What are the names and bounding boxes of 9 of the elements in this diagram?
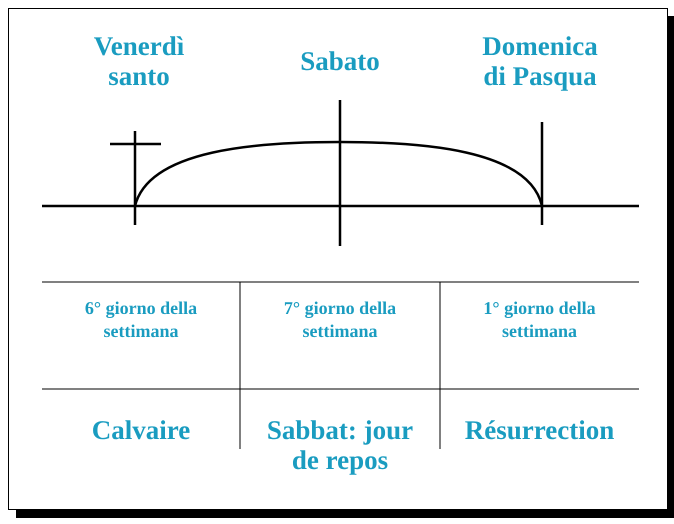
table-cell-text: Calvaire xyxy=(90,415,192,445)
table-cell-text: 7° giorno della settimana xyxy=(282,297,398,343)
table-cell-text: Résurrection xyxy=(464,415,616,445)
day-label: Domenica di Pasqua xyxy=(481,31,599,91)
day-label: Venerdì santo xyxy=(92,31,186,91)
table-cell-text: Sabbat: jour de repos xyxy=(266,415,414,475)
day-label: Sabato xyxy=(299,46,381,76)
table-cell-text: 1° giorno della settimana xyxy=(482,297,597,343)
table-cell-text: 6° giorno della settimana xyxy=(84,297,198,343)
